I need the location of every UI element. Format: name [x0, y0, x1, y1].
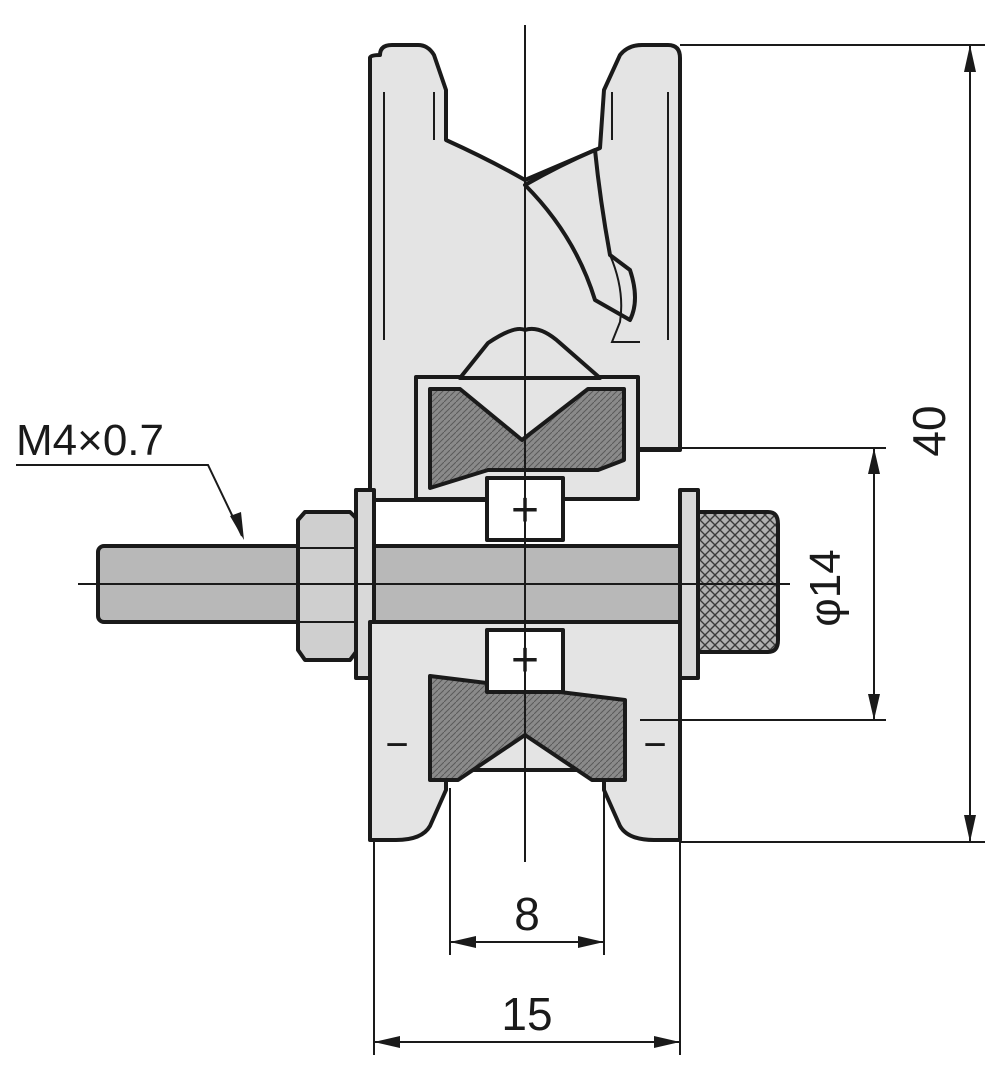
center-lines [78, 25, 790, 862]
thread-callout-label: M4×0.7 [16, 416, 164, 465]
hex-nut [296, 510, 358, 662]
dimension-height: 40 [680, 44, 985, 843]
dimension-bore: φ14 [640, 447, 886, 721]
dimension-width-label: 15 [501, 988, 552, 1040]
seal-mark-left: − [385, 723, 408, 767]
dimension-groove-label: 8 [514, 888, 540, 940]
dimension-groove: 8 [449, 788, 605, 955]
seal-mark-right: − [643, 723, 666, 767]
knurled-cap [696, 510, 780, 654]
dimension-width: 15 [373, 842, 681, 1055]
thread-callout: M4×0.7 [16, 416, 244, 540]
dimension-height-label: 40 [903, 405, 955, 456]
dimension-bore-label: φ14 [801, 549, 850, 626]
